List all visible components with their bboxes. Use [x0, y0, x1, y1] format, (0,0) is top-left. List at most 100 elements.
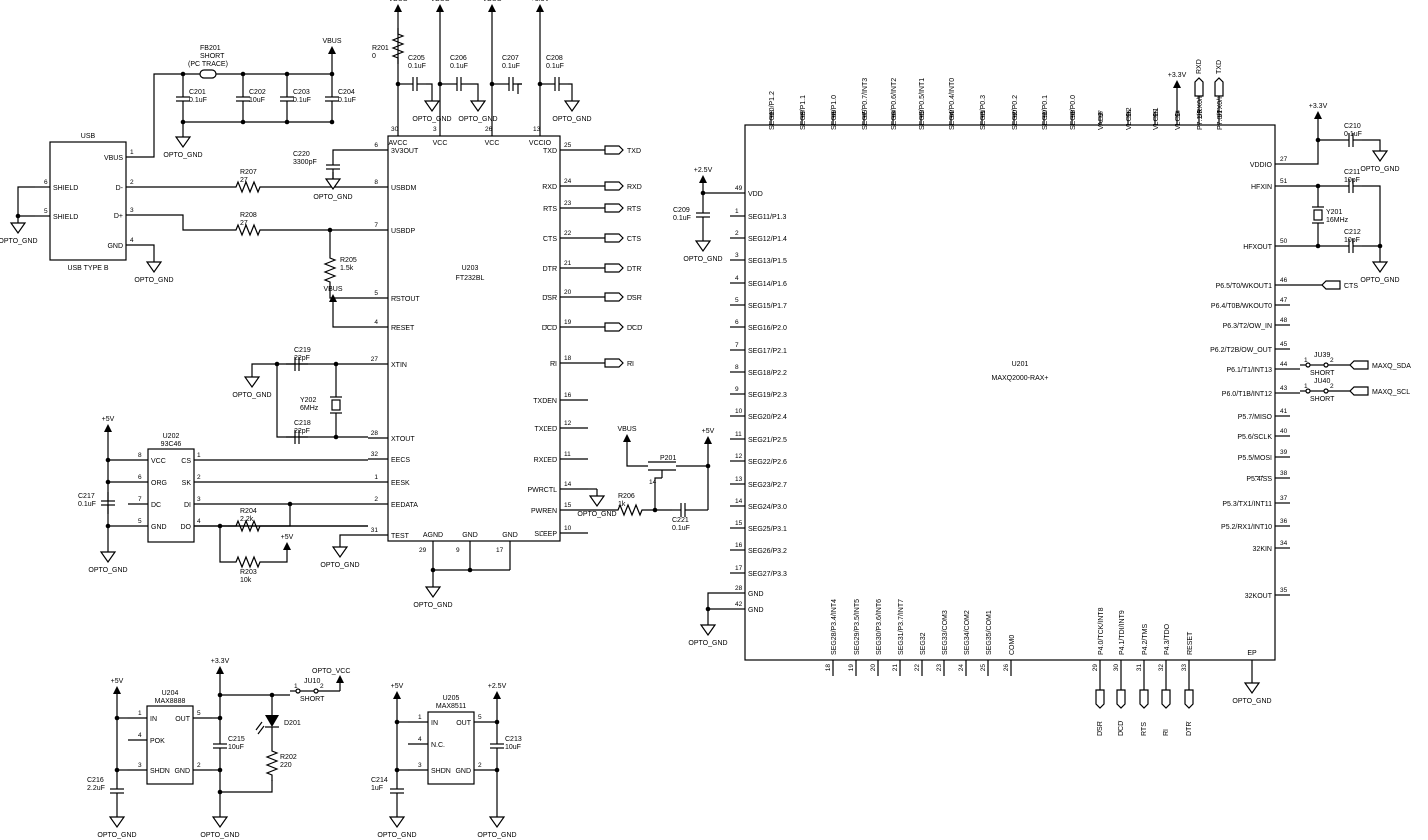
pin-number: 29 — [1092, 664, 1099, 672]
power-arrow-icon — [536, 4, 544, 12]
power-arrow-icon — [393, 691, 401, 699]
pin-name: SLEEP — [534, 531, 557, 538]
resistor-icon — [391, 28, 405, 64]
pin-name: SEG28/P3.4/INT4 — [831, 599, 838, 655]
ground-icon — [1371, 150, 1389, 163]
ground-net-label: OPTO_GND — [477, 832, 516, 839]
led-icon — [265, 715, 279, 727]
wire — [470, 83, 479, 94]
component-ref: C221 — [672, 517, 689, 524]
pin-number: 46 — [1280, 277, 1288, 284]
wire — [17, 186, 35, 217]
pin-name: VCC — [485, 140, 500, 147]
ground-icon — [174, 136, 192, 149]
net-flag-icon — [604, 263, 624, 273]
pin-number: 67 — [800, 110, 807, 118]
chip-part: MAX8888 — [155, 698, 186, 705]
component-value: 0.1uF — [546, 63, 564, 70]
component-value: 27 — [240, 220, 248, 227]
pin-name: HFXIN — [1251, 184, 1272, 191]
component-ref: C216 — [87, 777, 104, 784]
pin-number: 14 — [735, 498, 743, 505]
component-value: 0 — [372, 53, 376, 60]
wire — [332, 149, 368, 156]
chip-ref: U202 — [163, 433, 180, 440]
pin-number: 35 — [1280, 587, 1288, 594]
power-arrow-icon — [328, 46, 336, 54]
pin-name: SEG0/P0.0 — [1070, 95, 1077, 130]
power-net-label: +3.3V — [1168, 72, 1187, 79]
power-symbol: VBUS — [617, 426, 637, 448]
ground-symbol: OPTO_GND — [200, 810, 240, 839]
jumper-pad — [1323, 362, 1329, 368]
component-value: 0.1uF — [1344, 131, 1362, 138]
pin-name: GND — [748, 607, 764, 614]
power-symbol: +5V — [102, 416, 115, 440]
pin-name: COM0 — [1009, 635, 1016, 655]
power-symbol: +3.3V — [1309, 103, 1328, 125]
pin-number: 11 — [564, 451, 571, 458]
ground-symbol: OPTO_GND — [97, 810, 137, 839]
net-flag-label: DTR — [627, 266, 641, 273]
ground-icon — [388, 816, 406, 829]
pin-name: TXD — [543, 148, 557, 155]
power-net-label: VBUS — [430, 0, 449, 3]
pin-number: 22 — [564, 230, 572, 237]
pin-name: SEG34/COM2 — [964, 610, 971, 655]
pin-number: 26 — [1003, 664, 1010, 672]
pin-name: GND — [502, 532, 518, 539]
component-ref: C213 — [505, 736, 522, 743]
ground-symbol: OPTO_GND — [577, 489, 617, 518]
net-flag-label: CTS — [627, 236, 641, 243]
net-flag: TXD — [1214, 60, 1224, 97]
pin-name: P5.4/SS — [1246, 476, 1272, 483]
pin-name: TEST — [391, 533, 410, 540]
ground-net-label: OPTO_GND — [134, 277, 173, 284]
jumper-pin-number: 1 — [1304, 357, 1308, 364]
pin-name: P4.1/TDI/INT9 — [1119, 610, 1126, 655]
pin-name: RI — [550, 361, 557, 368]
pin-number: 47 — [1280, 297, 1288, 304]
component-ref: C215 — [228, 736, 245, 743]
net-flag-label: DCD — [1118, 721, 1125, 736]
power-net-label: VBUS — [617, 426, 636, 433]
component-value: SHORT — [1310, 396, 1335, 403]
component-ref: Y201 — [1326, 209, 1342, 216]
component-value: 22pF — [294, 428, 310, 435]
pin-number: 3 — [418, 762, 422, 769]
pin-name: XTOUT — [391, 436, 415, 443]
pin-number: 2 — [197, 762, 201, 769]
ground-icon — [563, 100, 581, 113]
power-symbol: +3.3V — [211, 658, 230, 680]
pin-name: SEG21/P2.5 — [748, 437, 787, 444]
component-value: 0.1uF — [338, 97, 356, 104]
usb-title: USB — [81, 133, 96, 140]
power-net-label: +5V — [281, 534, 294, 541]
pin-number: 6 — [44, 179, 48, 186]
pin-number: 21 — [892, 664, 899, 672]
usb-part: USB TYPE B — [67, 265, 108, 272]
power-arrow-icon — [623, 434, 631, 442]
ft232bl-chip: U203FT232BLAVCC30VCC3VCC26VCCIO133V3OUT6… — [368, 20, 588, 570]
junction-dot — [114, 767, 120, 773]
led-d201: D201 — [255, 695, 301, 735]
net-flag: DSR — [604, 292, 642, 302]
ground-icon — [424, 586, 442, 599]
pin-name: SEG32 — [920, 632, 927, 655]
pin-number: 4 — [130, 237, 134, 244]
ground-net-label: OPTO_GND — [377, 832, 416, 839]
resistor-icon — [228, 555, 268, 569]
pin-number: 14 — [649, 479, 657, 486]
component-value: 27 — [240, 177, 248, 184]
ground-net-label: OPTO_GND — [688, 640, 727, 647]
pin-name: RTS — [543, 206, 557, 213]
pin-number: 12 — [735, 453, 743, 460]
wire — [568, 83, 573, 94]
pin-number: 17 — [735, 565, 743, 572]
